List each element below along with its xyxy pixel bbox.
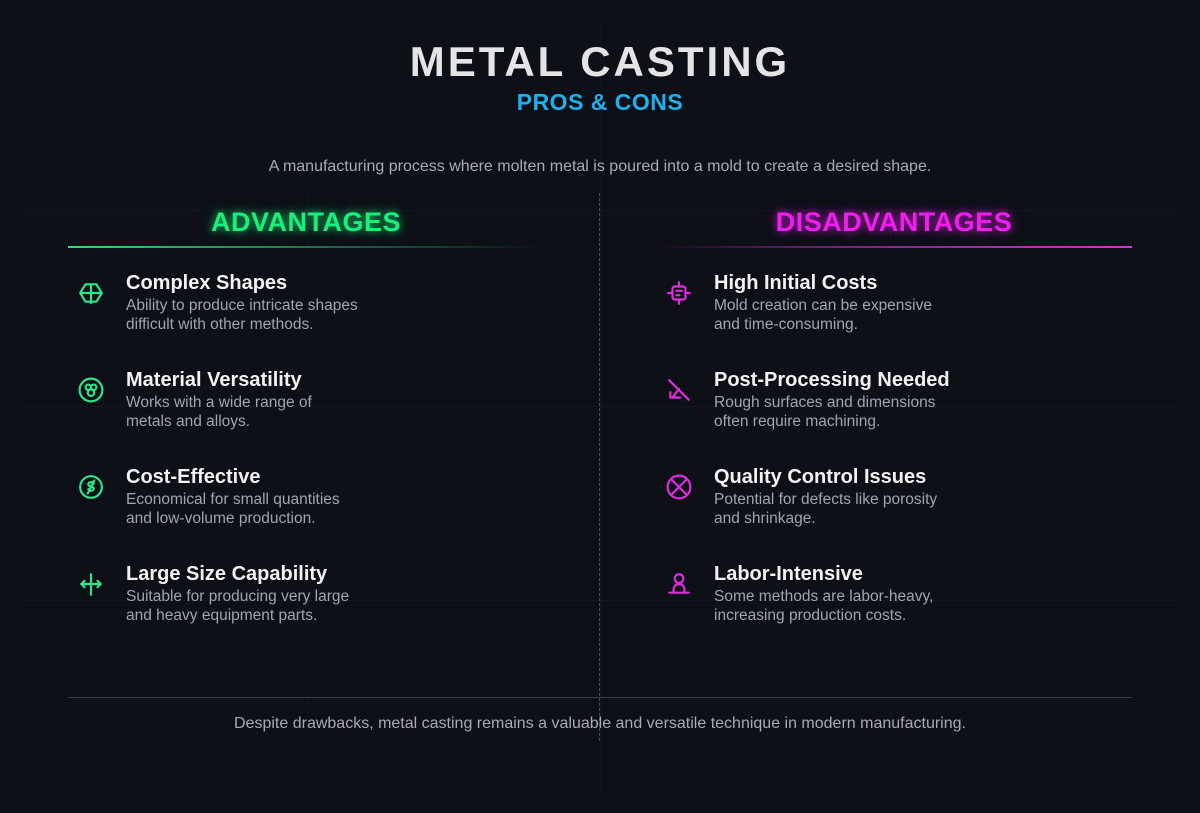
center-divider [599,193,600,741]
page-title: METAL CASTING [409,38,791,85]
disadvantage-item: Post-Processing Needed Rough surfaces an… [656,367,1132,464]
advantage-item: Material Versatility Works with a wide r… [68,367,544,464]
item-title: Material Versatility [126,369,302,391]
item-title: Quality Control Issues [714,466,927,488]
item-title: Large Size Capability [126,563,328,585]
currency-off-icon [78,474,104,500]
circles-blend-icon [78,377,104,403]
item-title: Post-Processing Needed [714,369,950,391]
item-description: Some methods are labor-heavy,increasing … [714,588,934,624]
intro-text: A manufacturing process where molten met… [268,158,932,175]
advantage-item: Cost-Effective Economical for small quan… [68,464,544,561]
advantage-item: Complex Shapes Ability to produce intric… [68,270,544,367]
footer-text: Despite drawbacks, metal casting remains… [234,715,966,732]
angle-off-icon [666,377,692,403]
target-document-icon [666,280,692,306]
person-worker-icon [666,571,692,597]
disadvantage-item: High Initial Costs Mold creation can be … [656,270,1132,367]
item-title: High Initial Costs [714,272,878,294]
item-title: Cost-Effective [126,466,261,488]
disadvantages-underline [656,246,1132,248]
advantage-item: Large Size Capability Suitable for produ… [68,561,544,658]
item-title: Labor-Intensive [714,563,863,585]
arrows-split-icon [78,571,104,597]
advantages-column: ADVANTAGES Complex Shapes Ability to pro… [68,200,544,658]
footer-divider [68,697,1132,698]
page-subtitle: PROS & CONS [516,89,684,115]
disadvantages-heading: DISADVANTAGES [775,207,1013,237]
disadvantage-item: Quality Control Issues Potential for def… [656,464,1132,561]
disadvantages-column: DISADVANTAGES High Initial Costs Mold cr… [656,200,1132,658]
advantages-heading: ADVANTAGES [210,207,401,237]
item-title: Complex Shapes [126,272,288,294]
advantages-underline [68,246,544,248]
disadvantage-item: Labor-Intensive Some methods are labor-h… [656,561,1132,658]
circle-x-icon [666,474,692,500]
hexagon-crosshair-icon [78,280,104,306]
